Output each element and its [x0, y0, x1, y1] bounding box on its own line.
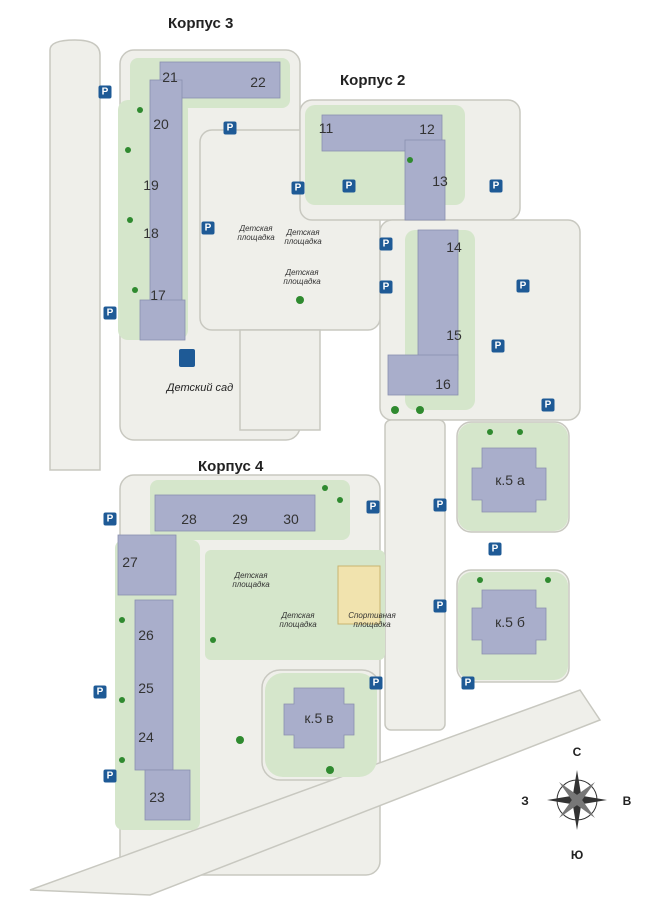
parking-icon: P	[366, 500, 380, 514]
building-13[interactable]: 13	[432, 173, 448, 189]
kindergarten-icon	[179, 349, 195, 367]
building-17[interactable]: 17	[150, 287, 166, 303]
parking-icon: P	[93, 685, 107, 699]
building-27[interactable]: 27	[122, 554, 138, 570]
playground-label: Детская площадка	[237, 224, 275, 242]
building-12[interactable]: 12	[419, 121, 435, 137]
parking-icon: P	[201, 221, 215, 235]
building-25[interactable]: 25	[138, 680, 154, 696]
playground-label: Детская площадка	[284, 228, 322, 246]
compass-south: Ю	[570, 848, 584, 862]
parking-icon: P	[433, 498, 447, 512]
playground-label: Детская площадка	[279, 611, 317, 629]
building-14[interactable]: 14	[446, 239, 462, 255]
building-28[interactable]: 28	[181, 511, 197, 527]
building-k5v[interactable]: к.5 в	[304, 710, 334, 726]
kindergarten-label: Детский сад	[166, 382, 234, 394]
building-23[interactable]: 23	[149, 789, 165, 805]
parking-icon: P	[342, 179, 356, 193]
building-k5a[interactable]: к.5 а	[495, 472, 525, 488]
parking-icon: P	[98, 85, 112, 99]
parking-icon: P	[379, 280, 393, 294]
sports-ground	[337, 565, 381, 625]
parking-icon: P	[541, 398, 555, 412]
korpus-2-title: Корпус 2	[340, 72, 406, 89]
korpus-3-title: Корпус 3	[168, 15, 234, 32]
parking-icon: P	[369, 676, 383, 690]
building-20[interactable]: 20	[153, 116, 169, 132]
parking-icon: P	[291, 181, 305, 195]
parking-icon: P	[516, 279, 530, 293]
parking-icon: P	[223, 121, 237, 135]
building-26[interactable]: 26	[138, 627, 154, 643]
buildings	[117, 61, 547, 821]
building-21[interactable]: 21	[162, 69, 178, 85]
parking-icon: P	[103, 306, 117, 320]
building-11[interactable]: 11	[318, 120, 334, 136]
building-24[interactable]: 24	[138, 729, 154, 745]
parking-icon: P	[379, 237, 393, 251]
compass-north: С	[572, 745, 582, 759]
compass-east: В	[622, 794, 632, 808]
parking-icon: P	[461, 676, 475, 690]
playground-label: Детская площадка	[232, 571, 270, 589]
building-19[interactable]: 19	[143, 177, 159, 193]
compass-rose-icon	[547, 770, 607, 830]
trees	[119, 107, 551, 774]
parking-icon: P	[489, 179, 503, 193]
parking-icon: P	[103, 769, 117, 783]
building-29[interactable]: 29	[232, 511, 248, 527]
building-22[interactable]: 22	[250, 74, 266, 90]
building-18[interactable]: 18	[143, 225, 159, 241]
building-k5b[interactable]: к.5 б	[495, 614, 525, 630]
road-west	[49, 39, 101, 471]
parking-icon: P	[491, 339, 505, 353]
compass-west: З	[521, 794, 529, 808]
parking-icon: P	[103, 512, 117, 526]
korpus-4-title: Корпус 4	[198, 458, 264, 475]
building-30[interactable]: 30	[283, 511, 299, 527]
building-15[interactable]: 15	[446, 327, 462, 343]
sports-ground-label: Спортивная площадка	[348, 611, 396, 629]
playground-label: Детская площадка	[283, 268, 321, 286]
parking-icon: P	[488, 542, 502, 556]
parking-icon: P	[433, 599, 447, 613]
building-16[interactable]: 16	[435, 376, 451, 392]
